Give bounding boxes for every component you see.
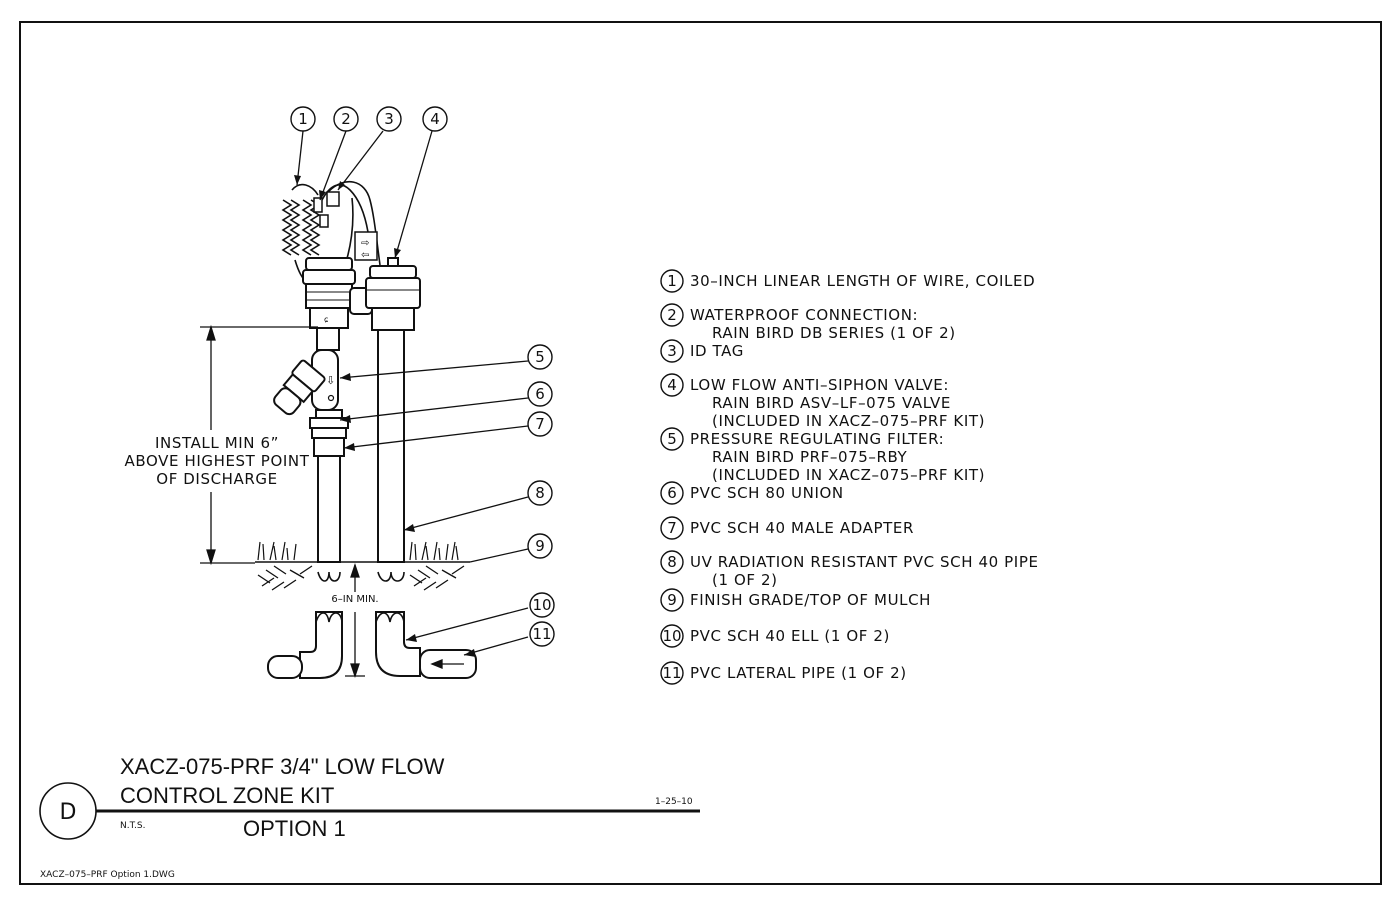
legend-item: 10 PVC SCH 40 ELL (1 OF 2) [660, 624, 890, 648]
legend-item: 5 PRESSURE REGULATING FILTER:RAIN BIRD PR… [660, 427, 985, 484]
callout-bubble: 8 [527, 480, 553, 506]
assembly-drawing: ⇨ ⇦ ɕ [125, 180, 477, 679]
callout-bubble: 10 [529, 592, 555, 618]
ell-fittings [267, 611, 477, 679]
scale-label: N.T.S. [120, 821, 145, 831]
legend-item: 2 WATERPROOF CONNECTION:RAIN BIRD DB SERI… [660, 303, 956, 342]
install-note-line1: INSTALL MIN 6” [155, 434, 279, 452]
legend-description: FINISH GRADE/TOP OF MULCH [690, 591, 931, 609]
grass-tufts [257, 541, 459, 561]
legend-number: 6 [667, 484, 677, 502]
callout-number: 6 [535, 385, 545, 403]
drawing-file-name: XACZ–075–PRF Option 1.DWG [40, 870, 175, 880]
legend-description: WATERPROOF CONNECTION: [690, 306, 918, 324]
install-note-line3: OF DISCHARGE [156, 470, 277, 488]
callout-number: 11 [532, 625, 551, 643]
callout-bubble: 5 [527, 344, 553, 370]
legend-description: PVC SCH 40 ELL (1 OF 2) [690, 627, 890, 645]
legend-description: PVC SCH 80 UNION [690, 484, 844, 502]
callout-bubble: 3 [376, 106, 402, 132]
legend-description: UV RADIATION RESISTANT PVC SCH 40 PIPE [690, 553, 1039, 571]
callout-bubble: 4 [422, 106, 448, 132]
callout-bubble: 2 [333, 106, 359, 132]
legend-number: 1 [667, 272, 677, 290]
svg-text:ɕ: ɕ [324, 315, 328, 324]
pipe-break-ends [317, 571, 405, 582]
title-line2: CONTROL ZONE KIT [120, 783, 334, 808]
callout-leaders [296, 130, 529, 656]
callout-number: 3 [384, 110, 394, 128]
depth-dimension-label: 6–IN MIN. [331, 594, 378, 605]
legend-description: ID TAG [690, 342, 744, 360]
callout-bubble: 1 [290, 106, 316, 132]
legend-description-continued: RAIN BIRD ASV–LF–075 VALVE [712, 394, 951, 412]
revision-date: 1–25–10 [655, 797, 693, 807]
svg-text:⇦: ⇦ [361, 250, 369, 261]
detail-letter: D [60, 800, 77, 825]
callout-bubble: 6 [527, 381, 553, 407]
title-block: D XACZ-075-PRF 3/4" LOW FLOW CONTROL ZON… [39, 754, 700, 880]
waterproof-connector [326, 191, 340, 207]
callout-bubble: 7 [527, 411, 553, 437]
legend-description: 30–INCH LINEAR LENGTH OF WIRE, COILED [690, 272, 1035, 290]
legend-item: 6 PVC SCH 80 UNION [660, 481, 844, 505]
legend-description: PVC LATERAL PIPE (1 OF 2) [690, 664, 907, 682]
legend-description-continued: (INCLUDED IN XACZ–075–PRF KIT) [712, 466, 985, 484]
legend-item: 8 UV RADIATION RESISTANT PVC SCH 40 PIPE(… [660, 550, 1039, 589]
soil-hatch [257, 565, 465, 591]
legend-description: LOW FLOW ANTI–SIPHON VALVE: [690, 376, 949, 394]
anti-siphon-valve [365, 257, 421, 563]
legend-number: 7 [667, 519, 677, 537]
waterproof-connector [319, 214, 329, 228]
callout-number: 5 [535, 348, 545, 366]
legend-description: PRESSURE REGULATING FILTER: [690, 430, 944, 448]
callout-number: 10 [532, 596, 551, 614]
depth-dimension [345, 562, 365, 679]
legend-number: 8 [667, 553, 677, 571]
callout-bubble: 9 [527, 533, 553, 559]
flow-arrow [430, 659, 464, 669]
legend-item: 9 FINISH GRADE/TOP OF MULCH [660, 588, 931, 612]
title-line1: XACZ-075-PRF 3/4" LOW FLOW [120, 754, 445, 779]
callout-number: 7 [535, 415, 545, 433]
filter-regulator-assembly: ɕ [273, 257, 373, 563]
legend-description: PVC SCH 40 MALE ADAPTER [690, 519, 914, 537]
legend-number: 2 [667, 306, 677, 324]
legend-description-continued: RAIN BIRD PRF–075–RBY [712, 448, 908, 466]
legend-item: 7 PVC SCH 40 MALE ADAPTER [660, 516, 914, 540]
legend-item: 3 ID TAG [660, 339, 744, 363]
legend-description-continued: (INCLUDED IN XACZ–075–PRF KIT) [712, 412, 985, 430]
callout-arrowheads [294, 175, 476, 657]
callout-bubble: 11 [529, 621, 555, 647]
legend-description-continued: (1 OF 2) [712, 571, 778, 589]
svg-text:⇨: ⇨ [361, 238, 369, 249]
legend-number: 11 [662, 664, 681, 682]
sheet-border [19, 21, 1382, 885]
callout-number: 4 [430, 110, 440, 128]
svg-text:⇩: ⇩ [326, 374, 335, 387]
install-note-line2: ABOVE HIGHEST POINT [125, 452, 310, 470]
callout-number: 1 [298, 110, 308, 128]
legend-number: 3 [667, 342, 677, 360]
legend-item: 1 30–INCH LINEAR LENGTH OF WIRE, COILED [660, 269, 1035, 293]
legend-item: 11 PVC LATERAL PIPE (1 OF 2) [660, 661, 907, 685]
option-label: OPTION 1 [243, 816, 346, 841]
legend-number: 5 [667, 430, 677, 448]
height-dimension [200, 324, 318, 566]
legend-item: 4 LOW FLOW ANTI–SIPHON VALVE:RAIN BIRD AS… [660, 373, 985, 430]
callout-bubbles: 1 2 3 4 5 6 7 8 9 10 11 [290, 106, 555, 647]
callout-number: 9 [535, 537, 545, 555]
waterproof-connector [313, 197, 323, 213]
id-tag [354, 231, 378, 261]
callout-number: 8 [535, 484, 545, 502]
callout-number: 2 [341, 110, 351, 128]
legend-number: 9 [667, 591, 677, 609]
legend-number: 10 [662, 627, 681, 645]
legend-description-continued: RAIN BIRD DB SERIES (1 OF 2) [712, 324, 956, 342]
legend-number: 4 [667, 376, 677, 394]
